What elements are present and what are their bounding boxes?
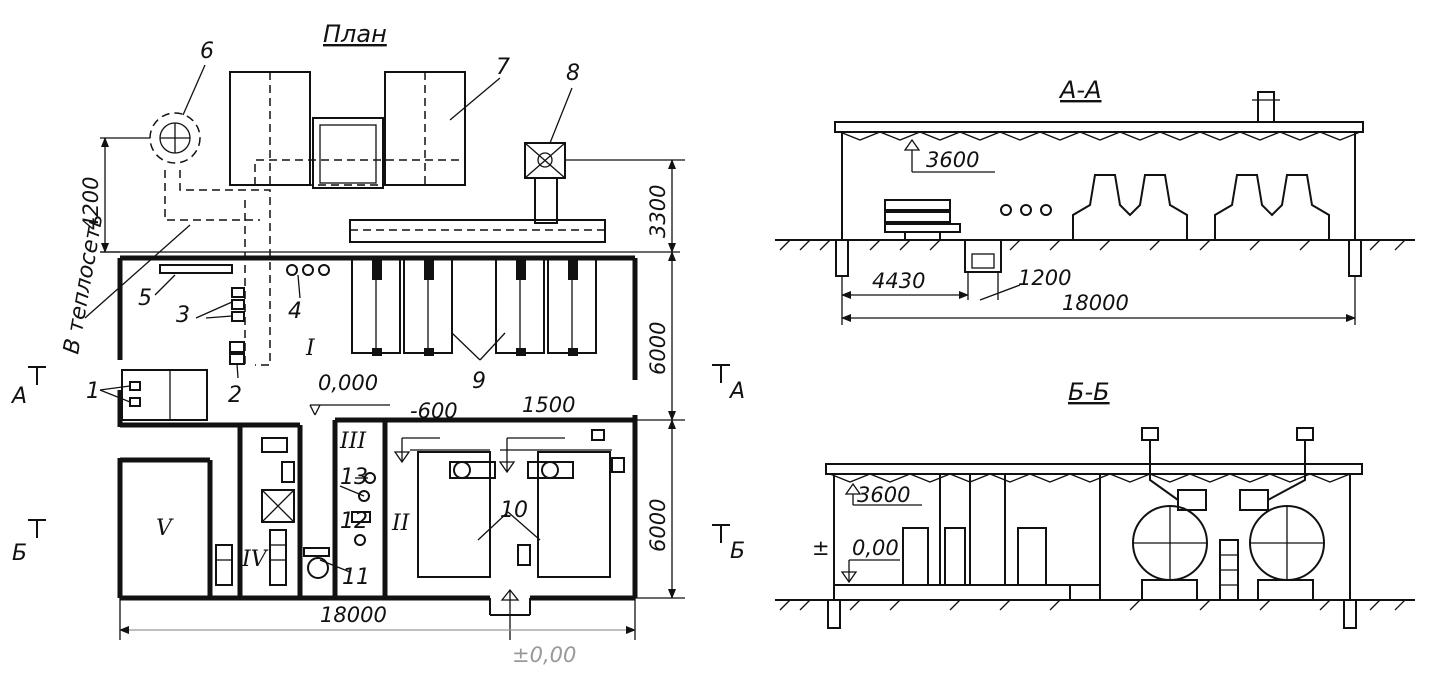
ground-hatch-bb bbox=[779, 599, 1406, 611]
callout-6: 6 bbox=[200, 39, 214, 64]
plan-dimensions bbox=[100, 137, 685, 640]
equipment-1 bbox=[121, 369, 208, 421]
pump-group-4 bbox=[286, 264, 330, 276]
room-iv-equipment bbox=[215, 437, 295, 586]
room-label-ii: II bbox=[391, 511, 411, 536]
section-aa-title: А-А bbox=[1058, 76, 1102, 104]
ground-hatch-aa bbox=[779, 239, 1406, 251]
dim-right-6000-top: 6000 bbox=[646, 322, 670, 375]
bb-plus-minus: ± bbox=[812, 536, 830, 560]
section-bb-view: Б-Б bbox=[775, 378, 1415, 629]
dim-bottom-18000: 18000 bbox=[320, 603, 387, 627]
equipment-5 bbox=[159, 264, 233, 274]
callout-1: 1 bbox=[86, 379, 100, 404]
aa-dim-1200: 1200 bbox=[1018, 266, 1071, 290]
callout-8: 8 bbox=[566, 61, 580, 86]
callout-12: 12 bbox=[340, 509, 368, 534]
callout-2: 2 bbox=[228, 383, 242, 408]
callout-4: 4 bbox=[288, 299, 302, 324]
callout-11: 11 bbox=[342, 565, 370, 590]
equipment-2 bbox=[229, 341, 245, 365]
equipment-11-13 bbox=[303, 472, 376, 579]
room-label-iii: III bbox=[339, 429, 367, 454]
room-label-i: I bbox=[305, 336, 316, 361]
dim-right-6000-bottom: 6000 bbox=[646, 499, 670, 552]
bb-level-zero: 0,00 bbox=[852, 536, 899, 560]
callout-3: 3 bbox=[176, 303, 190, 328]
callout-13: 13 bbox=[340, 465, 368, 490]
pipe-header bbox=[100, 219, 680, 253]
plan-view: План bbox=[10, 20, 745, 667]
tank-7 bbox=[229, 71, 466, 189]
chimney-icon bbox=[149, 112, 201, 164]
tank-group-10 bbox=[410, 429, 625, 578]
level-0000: 0,000 bbox=[318, 371, 378, 395]
leader-lines bbox=[84, 64, 573, 573]
horizontal-tanks-bb bbox=[1132, 427, 1325, 601]
room-label-v: V bbox=[156, 516, 174, 541]
section-aa-view: А-А bbox=[775, 76, 1415, 325]
plan-title: План bbox=[323, 20, 387, 48]
section-bb-title: Б-Б bbox=[1068, 378, 1110, 406]
level-ground: ±0,00 bbox=[512, 643, 576, 667]
room-label-iv: IV bbox=[241, 547, 269, 572]
callout-9: 9 bbox=[472, 369, 486, 394]
section-mark-b-right: Б bbox=[730, 539, 745, 564]
dim-left-4200: 4200 bbox=[79, 177, 103, 230]
aa-dim-18000: 18000 bbox=[1062, 291, 1129, 315]
boilers-aa bbox=[1072, 174, 1330, 240]
equipment-3 bbox=[231, 287, 245, 322]
section-markers bbox=[28, 364, 730, 543]
aa-dim-4430: 4430 bbox=[872, 269, 925, 293]
callout-7: 7 bbox=[496, 55, 510, 80]
level-minus600: -600 bbox=[410, 399, 458, 423]
heat-exchanger-icon bbox=[884, 199, 961, 240]
heat-network-label: В теплосеть bbox=[59, 212, 108, 356]
ventilator-icon bbox=[524, 142, 566, 224]
bb-level-3600: 3600 bbox=[857, 483, 910, 507]
section-mark-b-left: Б bbox=[12, 541, 27, 566]
callout-5: 5 bbox=[138, 286, 152, 311]
aa-level-3600: 3600 bbox=[926, 148, 979, 172]
pipelines bbox=[164, 170, 271, 366]
section-mark-a-right: А bbox=[728, 379, 745, 404]
dim-right-3300: 3300 bbox=[646, 185, 670, 238]
plan-walls bbox=[117, 255, 638, 616]
level-1500: 1500 bbox=[522, 393, 575, 417]
section-mark-a-left: А bbox=[10, 384, 27, 409]
callout-10: 10 bbox=[500, 498, 528, 523]
boiler-group-9 bbox=[351, 257, 597, 356]
